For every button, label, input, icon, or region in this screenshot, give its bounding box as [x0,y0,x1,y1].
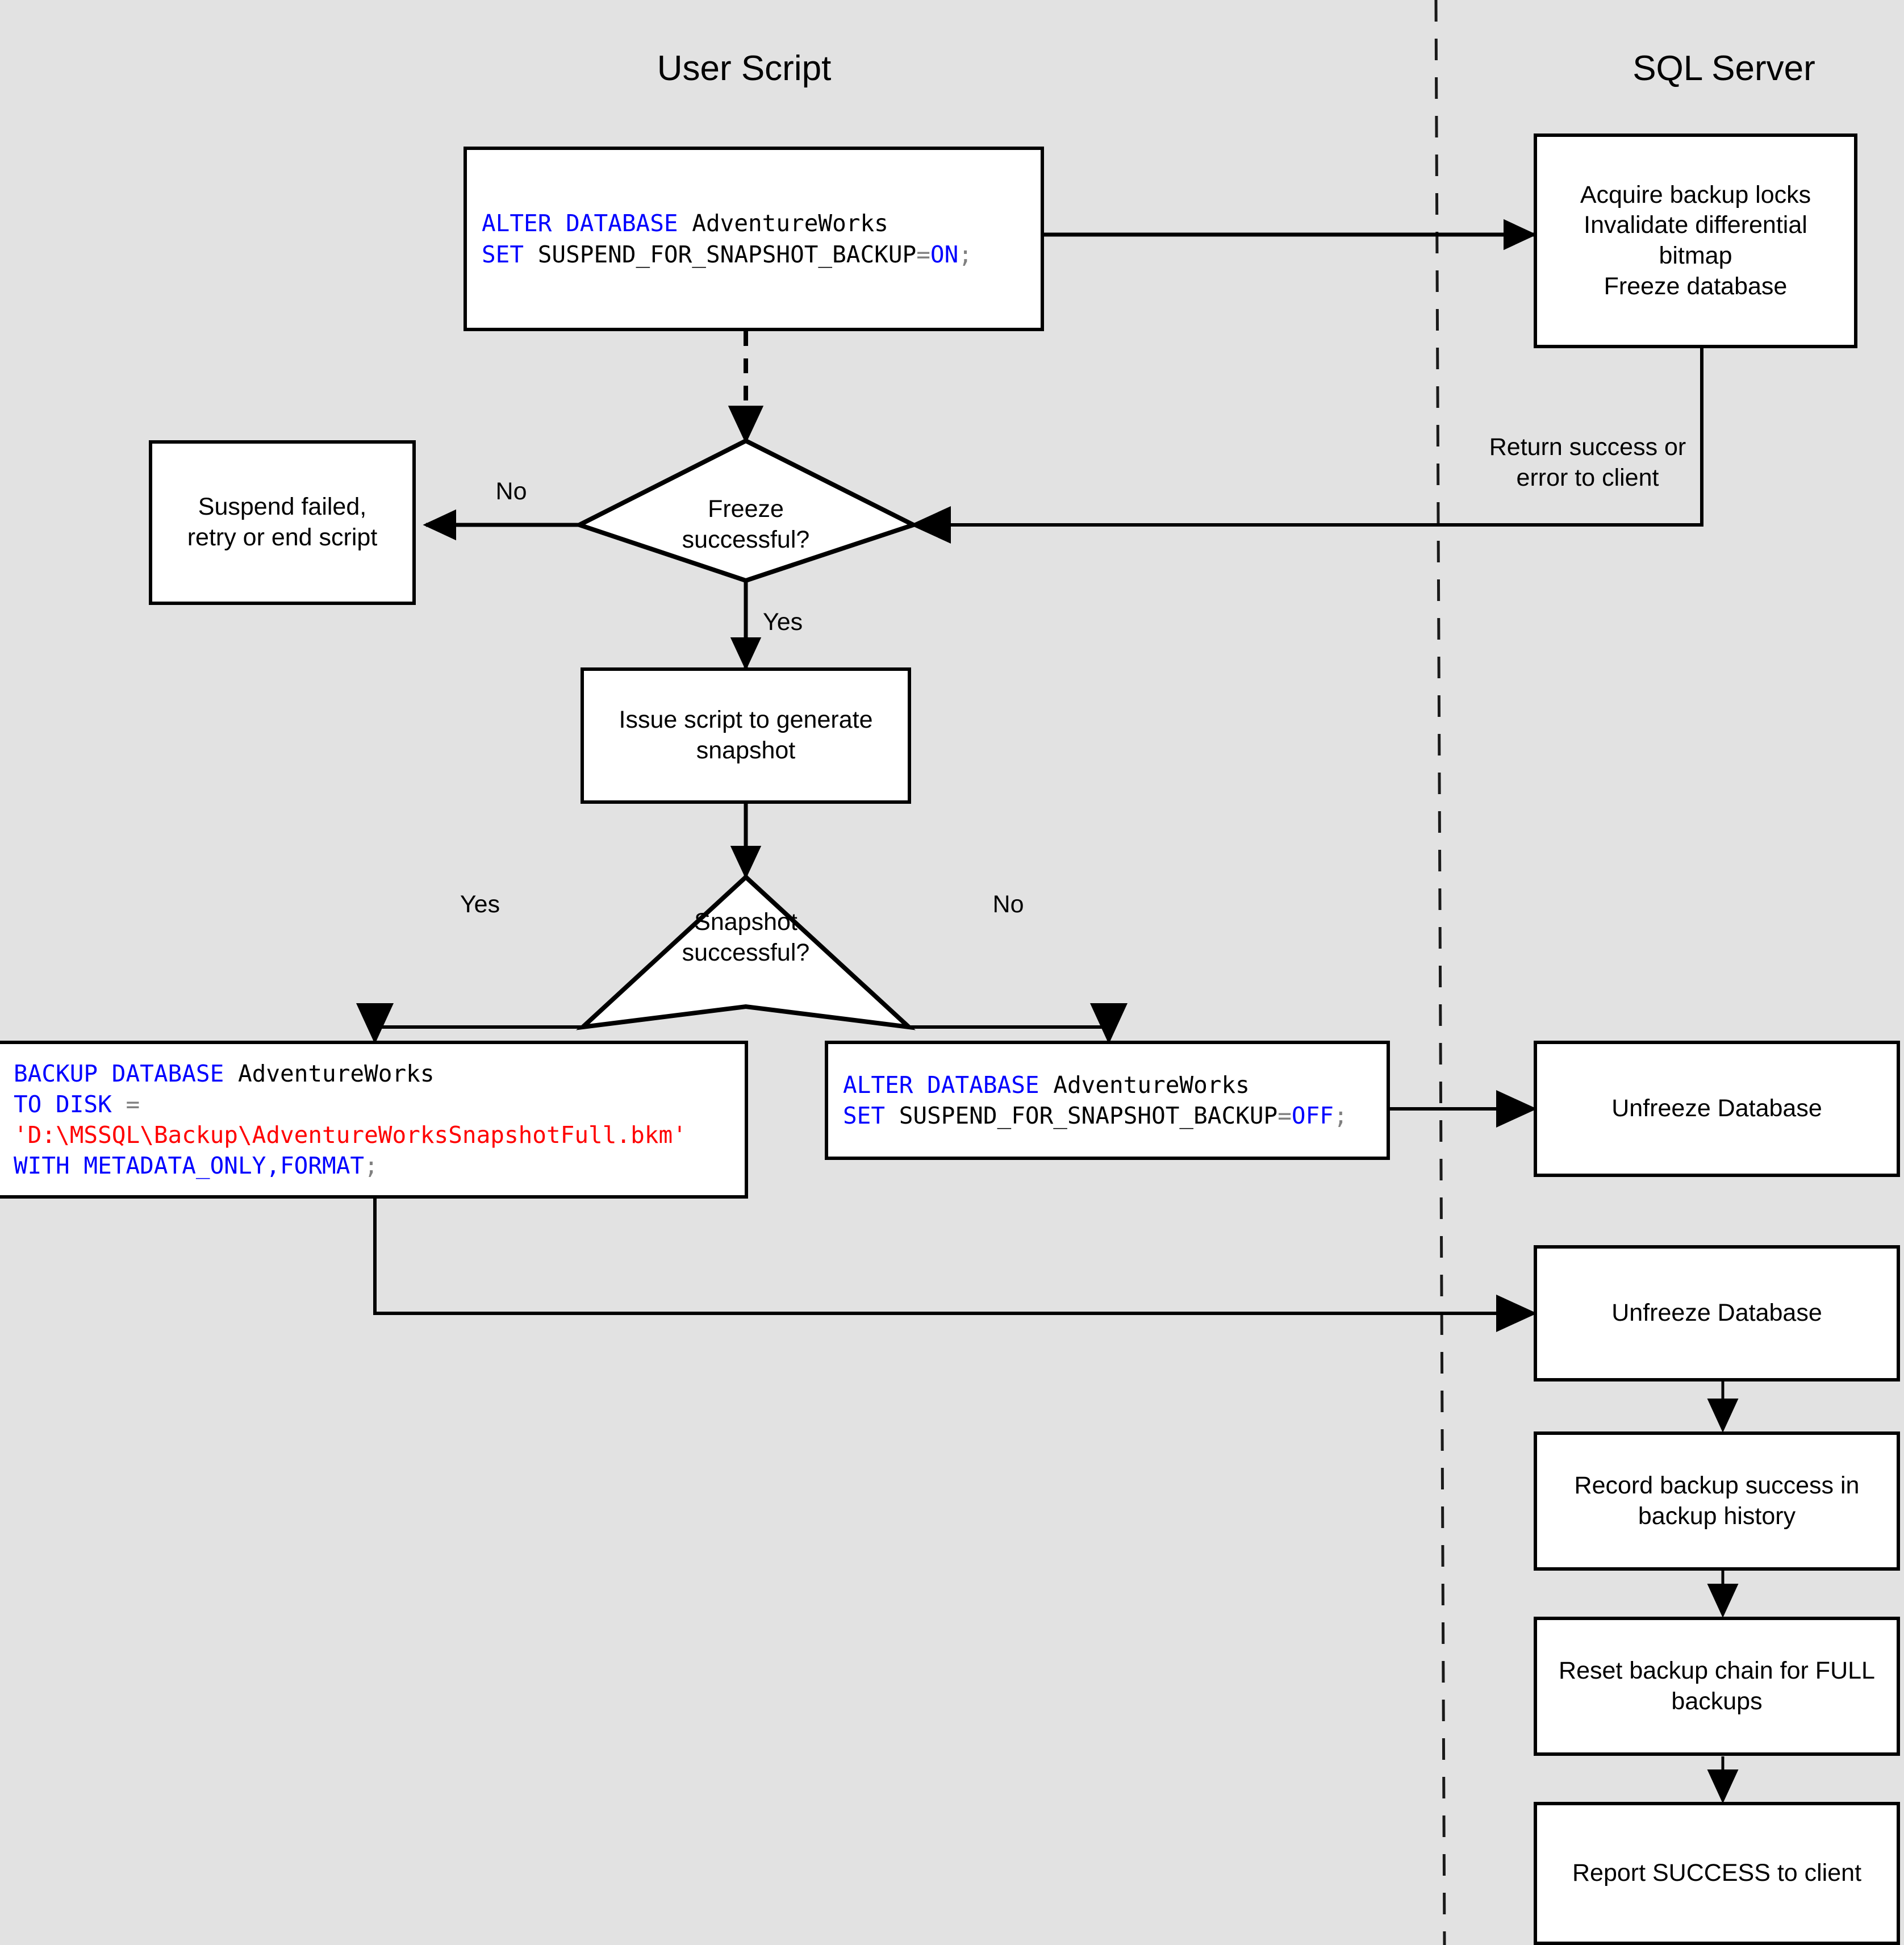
edge-label-freeze-no: No [495,478,527,505]
node-issue-script[interactable]: Issue script to generate snapshot [581,667,911,804]
node-report-success[interactable]: Report SUCCESS to client [1534,1802,1900,1945]
decision-freeze-successful [573,438,920,583]
node-unfreeze-database-2[interactable]: Unfreeze Database [1534,1245,1900,1381]
node-suspend-failed[interactable]: Suspend failed, retry or end script [149,440,416,605]
edge-label-snapshot-no: No [992,891,1024,918]
node-reset-backup-chain-label: Reset backup chain for FULL backups [1559,1656,1875,1715]
lane-title-sql-server: SQL Server [1632,49,1815,88]
edge-label-freeze-yes: Yes [763,608,803,636]
edge-label-return-status: Return success or error to client [1489,433,1686,492]
node-acquire-backup-locks[interactable]: Acquire backup locks Invalidate differen… [1534,133,1857,348]
node-issue-script-label: Issue script to generate snapshot [619,706,873,764]
snapshot-diamond-final [576,874,916,1030]
lane-title-user-script: User Script [657,49,832,88]
node-unfreeze-database-1-label: Unfreeze Database [1611,1095,1822,1122]
edge-snapshot-no [909,1003,1128,1044]
node-report-success-label: Report SUCCESS to client [1572,1859,1862,1887]
node-acquire-backup-locks-label: Acquire backup locks Invalidate differen… [1580,181,1811,300]
node-suspend-failed-label: Suspend failed, retry or end script [187,493,378,551]
node-unfreeze-database-1[interactable]: Unfreeze Database [1534,1041,1900,1177]
edge-return-to-freeze [910,348,1703,544]
edge-backup-to-unfreeze2 [373,1199,1537,1332]
edge-label-snapshot-yes: Yes [460,891,500,918]
node-backup-database[interactable]: BACKUP DATABASE AdventureWorks TO DISK =… [0,1041,748,1199]
swimlane-divider [1434,0,1446,1945]
sql-alter-on: ALTER DATABASE AdventureWorks SET SUSPEN… [482,210,972,268]
edge-snapshot-yes [356,1003,585,1044]
node-alter-database-on[interactable]: ALTER DATABASE AdventureWorks SET SUSPEN… [464,147,1044,331]
node-reset-backup-chain[interactable]: Reset backup chain for FULL backups [1534,1617,1900,1756]
node-record-backup-success-label: Record backup success in backup history [1574,1471,1860,1530]
sql-alter-off: ALTER DATABASE AdventureWorks SET SUSPEN… [843,1071,1348,1129]
node-unfreeze-database-2-label: Unfreeze Database [1611,1299,1822,1327]
sql-backup-database: BACKUP DATABASE AdventureWorks TO DISK =… [14,1059,687,1180]
node-alter-database-off[interactable]: ALTER DATABASE AdventureWorks SET SUSPEN… [825,1041,1390,1160]
node-record-backup-success[interactable]: Record backup success in backup history [1534,1431,1900,1571]
